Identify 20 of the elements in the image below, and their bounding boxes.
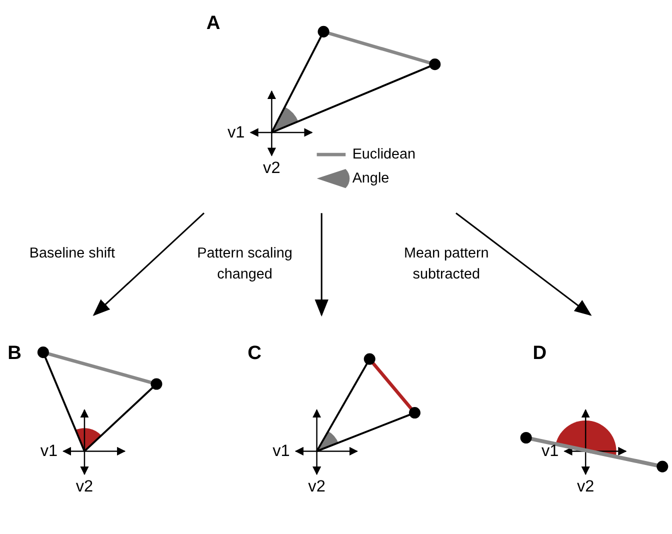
- axis-label: v2: [263, 158, 280, 178]
- panel-letter: C: [248, 342, 262, 365]
- arrow: [92, 212, 205, 316]
- axis-label: v2: [576, 477, 594, 496]
- axis-label: v1: [272, 442, 290, 461]
- axis-label: v2: [76, 477, 94, 496]
- legend-label: Angle: [352, 170, 390, 186]
- legend-label: Euclidean: [352, 146, 416, 162]
- axis-label: v1: [228, 122, 245, 142]
- edge-label: Mean pattern subtracted: [402, 244, 490, 284]
- arrow: [314, 213, 328, 317]
- panel-letter: A: [206, 12, 220, 35]
- axis-label: v1: [541, 442, 559, 461]
- arrow: [456, 212, 592, 316]
- edge-label: Baseline shift: [28, 244, 116, 264]
- axis-label: v2: [308, 477, 326, 496]
- panel-letter: B: [8, 342, 22, 365]
- edge-label: Pattern scaling changed: [196, 244, 294, 284]
- panel-letter: D: [532, 342, 547, 365]
- axis-label: v1: [40, 442, 58, 461]
